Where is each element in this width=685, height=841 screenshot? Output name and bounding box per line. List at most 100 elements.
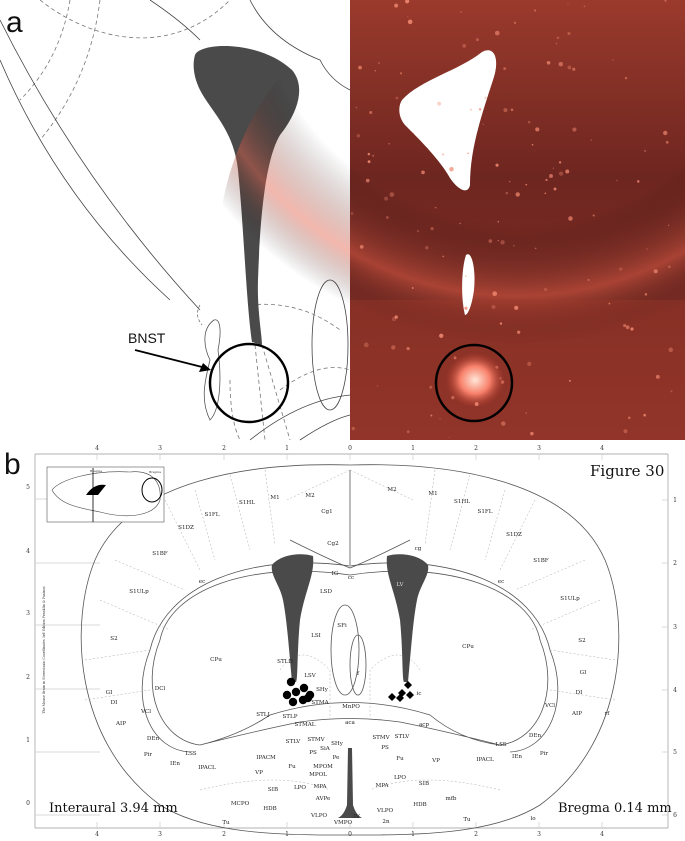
fluorescent-cells bbox=[350, 0, 674, 439]
x-tick-top: 4 bbox=[600, 445, 604, 452]
region-label: STMAL bbox=[294, 722, 315, 728]
x-tick-top: 1 bbox=[285, 445, 289, 452]
region-label: SIB bbox=[419, 781, 429, 787]
y-tick-right: 5 bbox=[673, 749, 677, 756]
region-label: STLV bbox=[286, 739, 302, 745]
region-label: M1 bbox=[270, 495, 279, 501]
y-tick-left: 2 bbox=[26, 674, 30, 681]
region-label: DEn bbox=[529, 733, 542, 739]
brain-section-outline bbox=[80, 464, 620, 836]
region-label: SHy bbox=[316, 687, 329, 693]
x-tick-bottom: 4 bbox=[600, 831, 604, 838]
region-label: IG bbox=[332, 571, 339, 577]
region-label: STMV bbox=[372, 735, 390, 741]
y-tick-left: 5 bbox=[26, 484, 30, 491]
third-ventricle-white bbox=[462, 254, 475, 315]
ventricle-white bbox=[399, 50, 497, 191]
x-tick-top: 2 bbox=[222, 445, 226, 452]
region-label: ec bbox=[498, 579, 504, 585]
x-tick-top: 4 bbox=[95, 445, 99, 452]
region-label: 2n bbox=[382, 819, 390, 825]
y-tick-right: 2 bbox=[673, 560, 677, 567]
x-tick-top: 2 bbox=[474, 445, 478, 452]
region-label: S1ULp bbox=[560, 596, 580, 602]
injection-markers bbox=[282, 677, 414, 707]
region-label: IPACM bbox=[256, 755, 276, 761]
region-label: mfb bbox=[446, 796, 457, 802]
figure-number: Figure 30 bbox=[590, 462, 664, 480]
atlas-frame bbox=[34, 453, 669, 829]
region-label: HDB bbox=[263, 806, 276, 812]
region-label: Tu bbox=[222, 820, 230, 826]
region-label: S1FL bbox=[478, 509, 493, 515]
region-label: VCl bbox=[140, 709, 151, 715]
marker-diamond bbox=[404, 681, 412, 689]
bregma-coordinate: Bregma 0.14 mm bbox=[558, 801, 672, 816]
region-label: S1HL bbox=[239, 500, 255, 506]
region-label: S1DZ bbox=[506, 532, 522, 538]
region-label: LSV bbox=[304, 673, 317, 679]
region-label: AIP bbox=[115, 721, 126, 727]
region-label: Cg2 bbox=[327, 541, 339, 547]
region-label: Cg1 bbox=[321, 509, 332, 515]
region-label: DCl bbox=[155, 686, 166, 692]
region-label: AVPe bbox=[315, 796, 331, 802]
region-label: MPA bbox=[375, 783, 389, 789]
region-label: STLV bbox=[395, 734, 411, 740]
region-label: S1HL bbox=[454, 499, 470, 505]
region-label: LPO bbox=[394, 775, 406, 781]
marker-circle bbox=[286, 677, 296, 687]
marker-diamond bbox=[406, 691, 414, 699]
region-label: S1FL bbox=[205, 512, 220, 518]
region-label: Fu bbox=[288, 764, 296, 770]
region-label: GI bbox=[580, 670, 587, 676]
svg-text:Bregma: Bregma bbox=[90, 469, 102, 473]
region-label: IEn bbox=[170, 761, 180, 767]
marker-circle bbox=[299, 683, 309, 693]
panel-a-photo bbox=[217, 0, 685, 560]
x-tick-top: 0 bbox=[348, 445, 352, 452]
x-tick-bottom: 3 bbox=[537, 831, 541, 838]
region-label: M2 bbox=[305, 493, 315, 499]
region-label: VLPO bbox=[310, 813, 328, 819]
region-label: LV bbox=[396, 582, 404, 588]
region-label: lo bbox=[530, 816, 536, 822]
region-label: GI bbox=[106, 690, 113, 696]
region-label: ec bbox=[199, 579, 205, 585]
region-label: SiA bbox=[320, 746, 331, 752]
bnst-arrow bbox=[134, 349, 211, 372]
region-label: MPA bbox=[313, 784, 327, 790]
region-label: Pir bbox=[144, 752, 153, 758]
region-label: Pe bbox=[333, 755, 341, 761]
region-boundaries bbox=[84, 469, 616, 791]
region-label: MCPO bbox=[231, 801, 250, 807]
bnst-label: BNST bbox=[128, 330, 166, 346]
region-label: 3V bbox=[352, 814, 361, 820]
y-tick-left: 1 bbox=[26, 737, 30, 744]
region-label: DI bbox=[576, 690, 583, 696]
x-tick-bottom: 2 bbox=[474, 831, 478, 838]
panel-a-letter: a bbox=[6, 6, 23, 39]
region-label: AIP bbox=[571, 711, 582, 717]
region-label: rf bbox=[605, 711, 611, 717]
x-tick-bottom: 0 bbox=[348, 831, 352, 838]
region-label: MnPO bbox=[342, 704, 360, 710]
region-label: LSS bbox=[185, 751, 196, 757]
x-tick-bottom: 4 bbox=[95, 831, 99, 838]
y-tick-right: 3 bbox=[673, 624, 677, 631]
region-label: CPu bbox=[462, 644, 474, 650]
marker-diamond bbox=[396, 694, 404, 702]
marker-circle bbox=[291, 687, 301, 697]
region-label: MPOM bbox=[313, 764, 333, 770]
region-label: IPACL bbox=[476, 757, 494, 763]
y-tick-right: 4 bbox=[673, 687, 677, 694]
region-label: M2 bbox=[387, 487, 397, 493]
region-label: Fu bbox=[396, 756, 404, 762]
y-tick-left: 3 bbox=[26, 610, 30, 617]
third-ventricle bbox=[338, 748, 362, 818]
region-label: STLD bbox=[277, 659, 293, 665]
region-label: IPACL bbox=[198, 765, 216, 771]
